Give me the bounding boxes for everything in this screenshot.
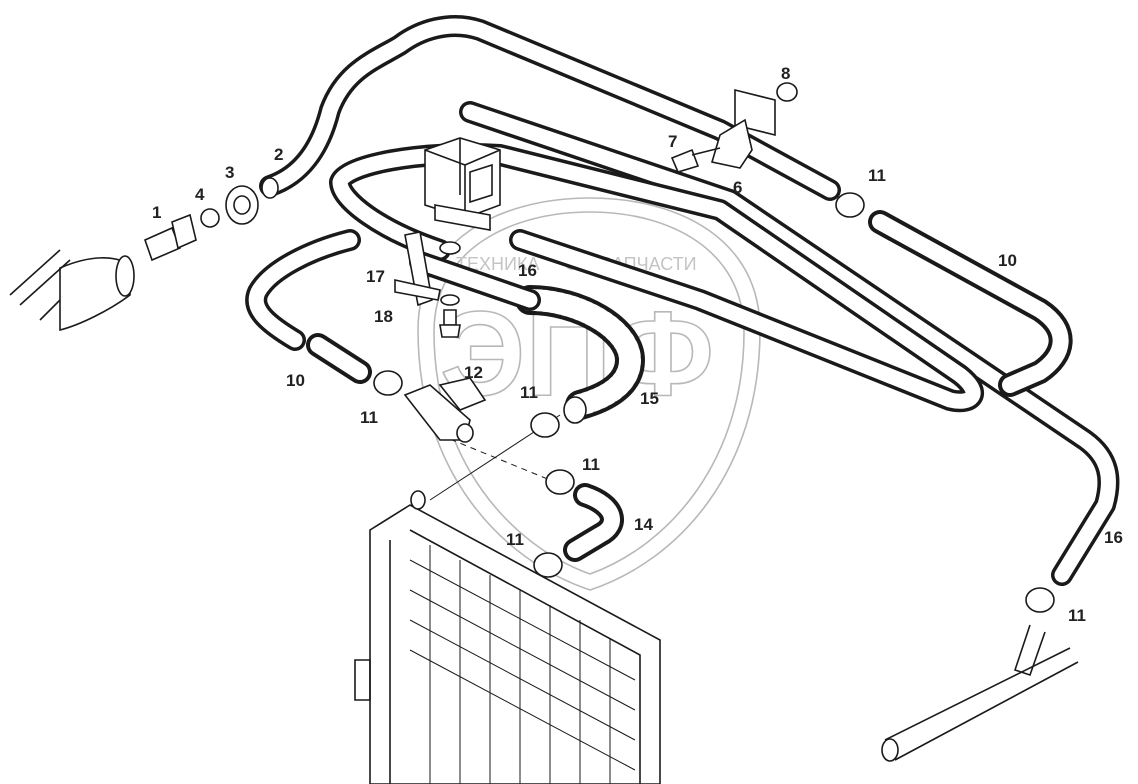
hose-14 bbox=[563, 483, 624, 562]
sensor-assembly bbox=[9, 177, 279, 332]
hose-15-corrugated bbox=[409, 251, 645, 424]
clamp-11-c bbox=[530, 412, 560, 438]
callout-1: 1 bbox=[152, 203, 161, 222]
heater-core bbox=[354, 490, 661, 784]
hose-16-long bbox=[459, 101, 1120, 586]
pipe-lower-right bbox=[881, 624, 1079, 762]
callout-18: 18 bbox=[374, 307, 393, 326]
clamp-11-d bbox=[545, 469, 575, 495]
callout-17: 17 bbox=[366, 267, 385, 286]
clamp-11-f bbox=[1025, 587, 1055, 613]
callout-11-c: 11 bbox=[520, 383, 538, 402]
clamp-11-e bbox=[533, 552, 563, 578]
callout-14: 14 bbox=[634, 515, 653, 534]
callout-11-e: 11 bbox=[506, 530, 524, 549]
callout-2: 2 bbox=[274, 145, 283, 164]
callout-16-right: 16 bbox=[1104, 528, 1123, 547]
callout-4: 4 bbox=[195, 185, 205, 204]
hose-10-right bbox=[868, 210, 1073, 397]
callout-11-d: 11 bbox=[582, 455, 600, 474]
clamp-11-b bbox=[373, 370, 403, 396]
watermark-brand-left: ТЕХНИКА bbox=[456, 254, 539, 274]
callout-11-a: 11 bbox=[868, 166, 886, 185]
callout-3: 3 bbox=[225, 163, 234, 182]
clamp-6-assembly bbox=[670, 82, 798, 173]
valve-box bbox=[424, 137, 501, 231]
callout-7: 7 bbox=[668, 132, 677, 151]
valve-12 bbox=[403, 377, 487, 443]
callout-11-b: 11 bbox=[360, 408, 378, 427]
callout-10-left: 10 bbox=[286, 371, 305, 390]
callouts: 1 2 3 4 6 7 8 10 10 11 11 11 11 11 11 12… bbox=[152, 64, 1123, 625]
callout-12: 12 bbox=[464, 363, 483, 382]
callout-11-f: 11 bbox=[1068, 606, 1086, 625]
bracket-17-assembly bbox=[394, 231, 461, 338]
hose-inner-loop bbox=[329, 143, 984, 413]
hose-clamps bbox=[373, 192, 1055, 613]
callout-10-right: 10 bbox=[998, 251, 1017, 270]
hose-2 bbox=[259, 15, 841, 201]
callout-16-top: 16 bbox=[518, 261, 537, 280]
hose-10-left bbox=[245, 229, 372, 384]
callout-6: 6 bbox=[733, 178, 742, 197]
callout-15: 15 bbox=[640, 389, 659, 408]
callout-8: 8 bbox=[781, 64, 790, 83]
clamp-11-a bbox=[835, 192, 865, 218]
